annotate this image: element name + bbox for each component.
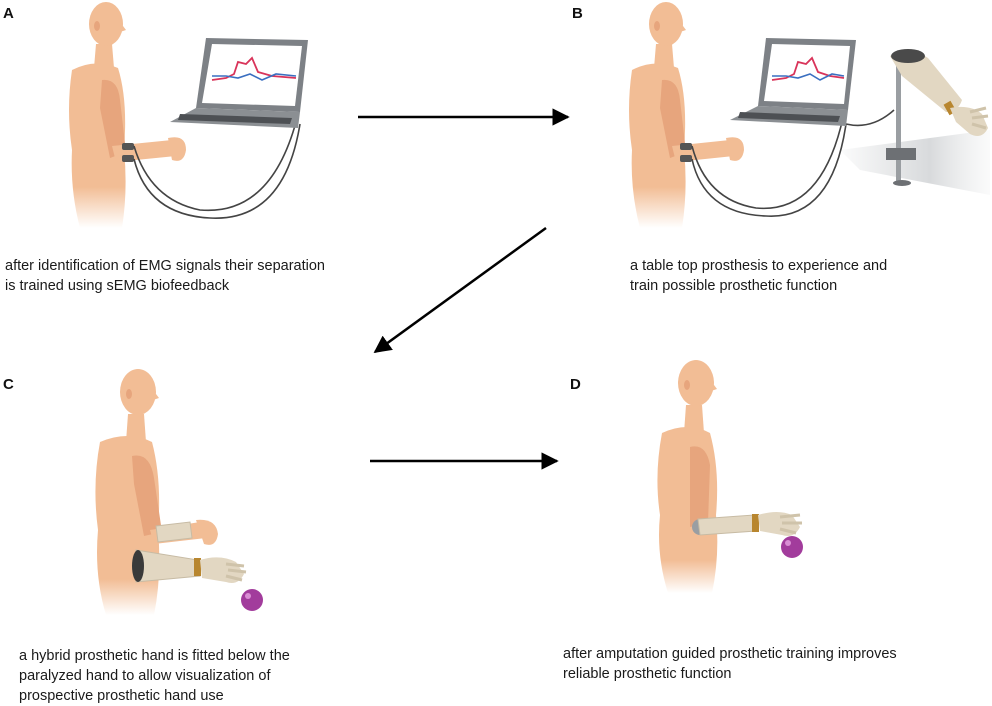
- panel-c-illustration: [95, 369, 263, 615]
- panel-label-c: C: [3, 376, 14, 393]
- laptop: [730, 38, 856, 126]
- caption-c: a hybrid prosthetic hand is fitted below…: [19, 646, 290, 706]
- electrode-cables: [133, 121, 301, 219]
- emg-signal-blue: [212, 73, 297, 81]
- caption-c-line-2: paralyzed hand to allow visualization of: [19, 668, 271, 684]
- prosthetic-arm: [692, 512, 802, 536]
- ball-highlight: [245, 593, 251, 599]
- caption-c-line-1: a hybrid prosthetic hand is fitted below…: [19, 648, 290, 664]
- person-figure: [629, 2, 744, 228]
- ball: [781, 536, 803, 558]
- electrode-cables: [691, 109, 895, 217]
- panel-label-b: B: [572, 5, 583, 22]
- caption-b: a table top prosthesis to experience and…: [630, 256, 887, 296]
- panel-label-a: A: [3, 5, 14, 22]
- tabletop-prosthesis: [886, 49, 989, 186]
- ball-highlight: [785, 540, 791, 546]
- caption-a: after identification of EMG signals thei…: [5, 256, 325, 296]
- panel-label-d: D: [570, 376, 581, 393]
- arrow-b-to-c: [373, 226, 547, 354]
- caption-b-line-1: a table top prosthesis to experience and: [630, 258, 888, 274]
- person-figure: [69, 2, 186, 228]
- emg-signal-blue: [772, 73, 845, 81]
- person-figure: [657, 360, 718, 593]
- semg-electrodes: [122, 143, 134, 162]
- caption-d: after amputation guided prosthetic train…: [563, 644, 897, 684]
- caption-d-line-2: reliable prosthetic function: [563, 666, 732, 682]
- panel-a-illustration: [69, 2, 308, 228]
- caption-a-line-2: is trained using sEMG biofeedback: [5, 278, 230, 294]
- table-surface: [840, 130, 990, 195]
- ball: [241, 589, 263, 611]
- caption-a-line-1: after identification of EMG signals thei…: [5, 258, 325, 274]
- hybrid-prosthetic-hand: [132, 521, 247, 583]
- caption-d-line-1: after amputation guided prosthetic train…: [563, 646, 897, 662]
- caption-c-line-3: prospective prosthetic hand use: [19, 688, 224, 704]
- panel-d-illustration: [657, 360, 803, 593]
- caption-b-line-2: train possible prosthetic function: [630, 278, 838, 294]
- panel-b-illustration: [629, 2, 990, 228]
- laptop: [170, 38, 308, 128]
- semg-electrodes: [680, 143, 692, 162]
